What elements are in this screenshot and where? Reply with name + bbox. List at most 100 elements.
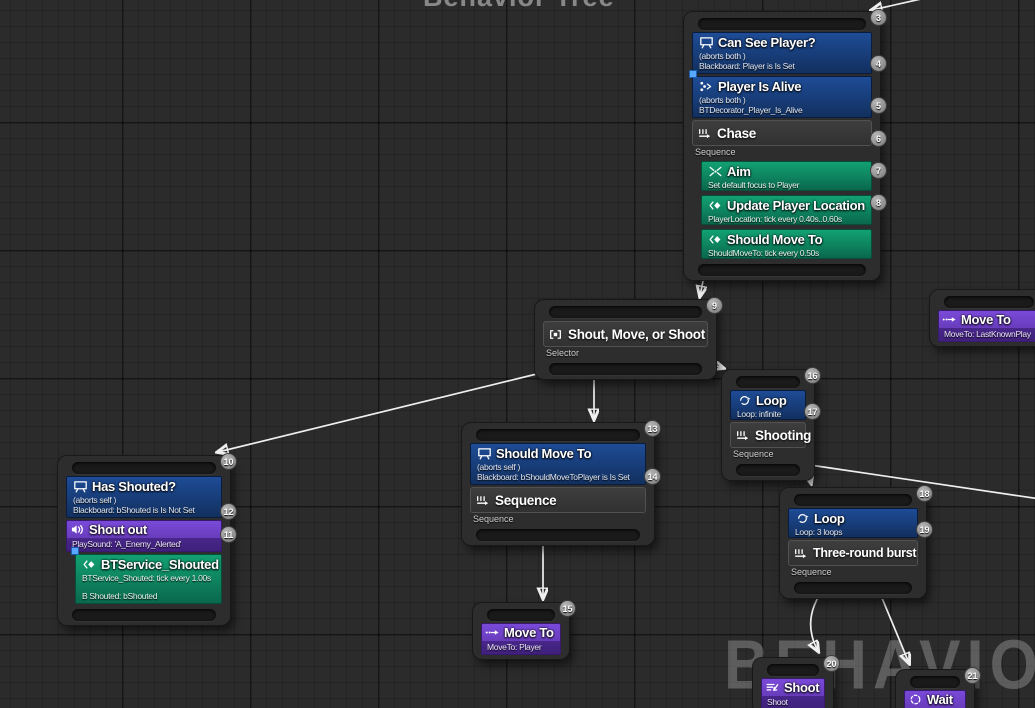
node-stack-move-to-last-known[interactable]: Move To MoveTo: LastKnownPlay (930, 290, 1035, 346)
execution-order-badge: 13 (644, 420, 661, 437)
node-title: Should Move To (496, 446, 592, 461)
output-pin[interactable] (549, 363, 702, 375)
node-detail: BTDecorator_Player_Is_Alive (699, 105, 803, 115)
input-pin[interactable] (476, 429, 640, 441)
input-pin[interactable] (549, 306, 702, 318)
node-title: Shoot (784, 680, 820, 695)
execution-order-badge: 18 (916, 485, 933, 502)
input-pin[interactable] (72, 462, 216, 474)
output-pin[interactable] (698, 264, 866, 276)
node-title: Shooting (755, 427, 812, 443)
node-subtitle: Selector (546, 348, 580, 358)
input-pin[interactable] (910, 676, 960, 688)
wire-shooting-to-offscreen (809, 464, 1035, 500)
input-pin[interactable] (794, 494, 912, 506)
composite-three-round-burst[interactable]: Three-round burst Sequence (788, 540, 918, 577)
node-detail: Blackboard: bShouted is Is Not Set (73, 505, 195, 515)
node-title: BTService_Shouted (101, 557, 219, 572)
task-move-to-player[interactable]: Move To MoveTo: Player (481, 623, 561, 655)
decorator-can-see-player[interactable]: Can See Player? (aborts both ) Blackboar… (692, 32, 872, 74)
execution-order-badge: 3 (870, 9, 887, 26)
execution-order-badge: 19 (916, 521, 933, 538)
execution-order-badge: 15 (559, 600, 576, 617)
node-title: Three-round burst (813, 546, 917, 560)
crosshair-icon (708, 165, 723, 178)
node-title: Has Shouted? (92, 479, 176, 494)
node-subtitle: Sequence (733, 449, 774, 459)
wire-burst-to-wait (876, 585, 909, 663)
decorator-loop-3[interactable]: Loop Loop: 3 loops (788, 508, 918, 538)
node-subtitle: PlaySound: 'A_Enemy_Alerted' (67, 538, 221, 551)
node-stack-chase[interactable]: 3 Can See Player? (aborts both ) Blackbo… (684, 9, 887, 280)
decorator-should-move-to[interactable]: Should Move To (aborts self ) Blackboard… (470, 443, 646, 485)
wire-root-to-chase (872, 0, 921, 10)
composite-selector[interactable]: Shout, Move, or Shoot Selector (543, 321, 708, 358)
node-title: Should Move To (727, 232, 823, 247)
node-stack-wait[interactable]: 21 Wait Wait: 0.3+-0.1s (896, 667, 981, 708)
node-subtitle: Shoot (762, 696, 824, 708)
node-title: Shout out (89, 522, 147, 537)
node-detail: Set default focus to Player (708, 180, 800, 190)
node-detail: Blackboard: Player is Is Set (699, 61, 795, 71)
decorator-player-is-alive[interactable]: Player Is Alive (aborts both ) BTDecorat… (692, 76, 872, 118)
node-stack-shout[interactable]: 10 Has Shouted? (aborts self ) Blackboar… (58, 453, 237, 625)
input-pin[interactable] (698, 18, 866, 30)
node-detail: Blackboard: bShouldMoveToPlayer is Is Se… (477, 472, 630, 482)
input-pin[interactable] (487, 609, 555, 621)
task-wait[interactable]: Wait Wait: 0.3+-0.1s (904, 690, 966, 708)
node-detail: PlayerLocation: tick every 0.40s..0.60s (708, 214, 842, 224)
node-title: Chase (717, 125, 757, 141)
composite-shooting[interactable]: Shooting Sequence (730, 422, 811, 459)
service-should-move-to[interactable]: Should Move To ShouldMoveTo: tick every … (701, 229, 872, 259)
execution-order-badge: 20 (823, 655, 840, 672)
node-stack-should-move[interactable]: 13 Should Move To (aborts self ) Blackbo… (462, 420, 661, 545)
shoot-icon (765, 681, 780, 694)
node-stack-burst[interactable]: 18 Loop Loop: 3 loops 19 Three-round bur… (780, 485, 933, 598)
node-title: Sequence (495, 492, 557, 508)
move-arrow-icon (942, 313, 957, 326)
node-stack-loop-shooting[interactable]: 16 Loop Loop: infinite 17 Shooting Seque… (722, 367, 821, 480)
output-pin[interactable] (476, 529, 640, 541)
output-pin[interactable] (794, 582, 912, 594)
node-stack-shoot[interactable]: 20 Shoot Shoot (753, 655, 840, 708)
task-move-to[interactable]: Move To MoveTo: LastKnownPlay (938, 310, 1035, 342)
node-title: Can See Player? (718, 35, 816, 50)
sequence-icon (475, 494, 490, 507)
execution-order-badge: 9 (706, 297, 723, 314)
node-title: Move To (961, 312, 1011, 327)
output-pin[interactable] (72, 609, 216, 621)
decorator-loop-infinite[interactable]: Loop Loop: infinite (730, 390, 806, 420)
breakpoint-notch (689, 70, 697, 78)
execution-order-badge: 17 (804, 403, 821, 420)
composite-sequence[interactable]: Sequence Sequence (470, 487, 646, 524)
service-aim[interactable]: Aim Set default focus to Player (701, 161, 872, 191)
task-shout-out[interactable]: Shout out PlaySound: 'A_Enemy_Alerted' (66, 520, 222, 552)
service-update-player-location[interactable]: Update Player Location PlayerLocation: t… (701, 195, 872, 225)
output-pin[interactable] (736, 464, 800, 476)
blackboard-icon (477, 447, 492, 460)
node-subtitle: MoveTo: LastKnownPlay (939, 328, 1035, 341)
sequence-icon (735, 429, 750, 442)
node-title: Player Is Alive (718, 79, 802, 94)
execution-order-badge: 11 (220, 526, 237, 543)
node-stack-selector[interactable]: 9 Shout, Move, or Shoot Selector (535, 297, 723, 379)
task-shoot[interactable]: Shoot Shoot (761, 678, 825, 708)
input-pin[interactable] (767, 664, 819, 676)
node-title: Loop (756, 393, 787, 408)
node-title: Aim (727, 164, 751, 179)
node-stack-move-to-player[interactable]: 15 Move To MoveTo: Player (473, 600, 576, 659)
input-pin[interactable] (736, 376, 800, 388)
service-bt-shouted[interactable]: BTService_Shouted BTService_Shouted: tic… (75, 554, 222, 604)
input-pin[interactable] (944, 296, 1034, 308)
execution-order-badge: 7 (870, 162, 887, 179)
node-detail: (aborts both ) (699, 51, 746, 61)
selector-icon (548, 328, 563, 341)
wait-circle-icon (908, 693, 923, 706)
composite-chase[interactable]: Chase Sequence (692, 120, 872, 157)
wire-selector-to-shout (218, 370, 550, 452)
node-subtitle: Sequence (791, 567, 832, 577)
decorator-has-shouted[interactable]: Has Shouted? (aborts self ) Blackboard: … (66, 476, 222, 518)
node-subtitle: Sequence (473, 514, 514, 524)
node-subtitle: Sequence (695, 147, 736, 157)
